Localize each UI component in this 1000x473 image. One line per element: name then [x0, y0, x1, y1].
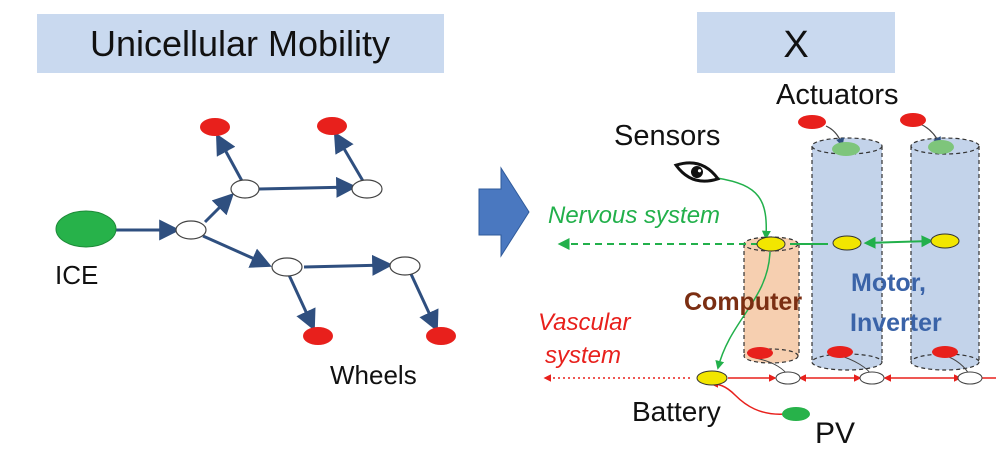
edge [333, 131, 365, 182]
computer-node [756, 236, 786, 252]
storage-node [747, 347, 773, 359]
right-arrow-icon [478, 166, 530, 258]
edge [215, 133, 244, 182]
edge [287, 274, 316, 331]
battery-label: Battery [632, 396, 721, 427]
actuators-label: Actuators [776, 79, 899, 111]
motor-cylinder-2 [910, 137, 980, 371]
edge [303, 254, 394, 276]
edge [203, 193, 234, 224]
storage-node [932, 346, 958, 358]
vascular-label-line1: Vascular [538, 309, 631, 336]
motor-node [832, 235, 862, 251]
left-title-box [37, 14, 444, 73]
sensors-label: Sensors [614, 120, 720, 152]
nervous-system-label: Nervous system [548, 202, 720, 229]
junction-node [957, 371, 983, 385]
pv-battery-link [710, 380, 787, 415]
actuator-node [798, 115, 826, 129]
junction-node [271, 257, 303, 277]
wheel-node [426, 327, 456, 345]
actuator-node [900, 113, 926, 127]
edge [258, 176, 358, 198]
junction-node [389, 256, 421, 276]
engine-label: ICE [55, 260, 98, 290]
vascular-label-line2: system [545, 342, 621, 369]
actuator-node [928, 140, 954, 154]
pv-label: PV [815, 417, 855, 450]
computer-label: Computer [684, 288, 802, 316]
right-title-box [697, 12, 895, 73]
nervous-link [863, 235, 934, 249]
wheels-label: Wheels [330, 360, 417, 390]
left-network [55, 117, 456, 345]
right-title: X [783, 24, 808, 66]
wheel-node [303, 327, 333, 345]
eye-icon [673, 161, 721, 183]
motor-node [930, 233, 960, 249]
junction-node [175, 220, 207, 240]
left-title: Unicellular Mobility [90, 23, 390, 64]
edge [409, 273, 439, 332]
actuator-node [832, 142, 860, 156]
motor-label-line2: Inverter [850, 309, 942, 337]
junction-node [351, 179, 383, 199]
wheel-node [200, 118, 230, 136]
engine-node [55, 210, 117, 248]
junction-node [775, 371, 801, 385]
motor-label-line1: Motor, [851, 269, 926, 297]
storage-node [827, 346, 853, 358]
wheel-node [317, 117, 347, 135]
sensor-link [716, 177, 771, 240]
computer-battery-link [715, 251, 771, 370]
junction-node [230, 179, 260, 199]
battery-node [696, 370, 728, 386]
junction-node [859, 371, 885, 385]
pv-node [782, 407, 810, 421]
edge [202, 234, 272, 268]
